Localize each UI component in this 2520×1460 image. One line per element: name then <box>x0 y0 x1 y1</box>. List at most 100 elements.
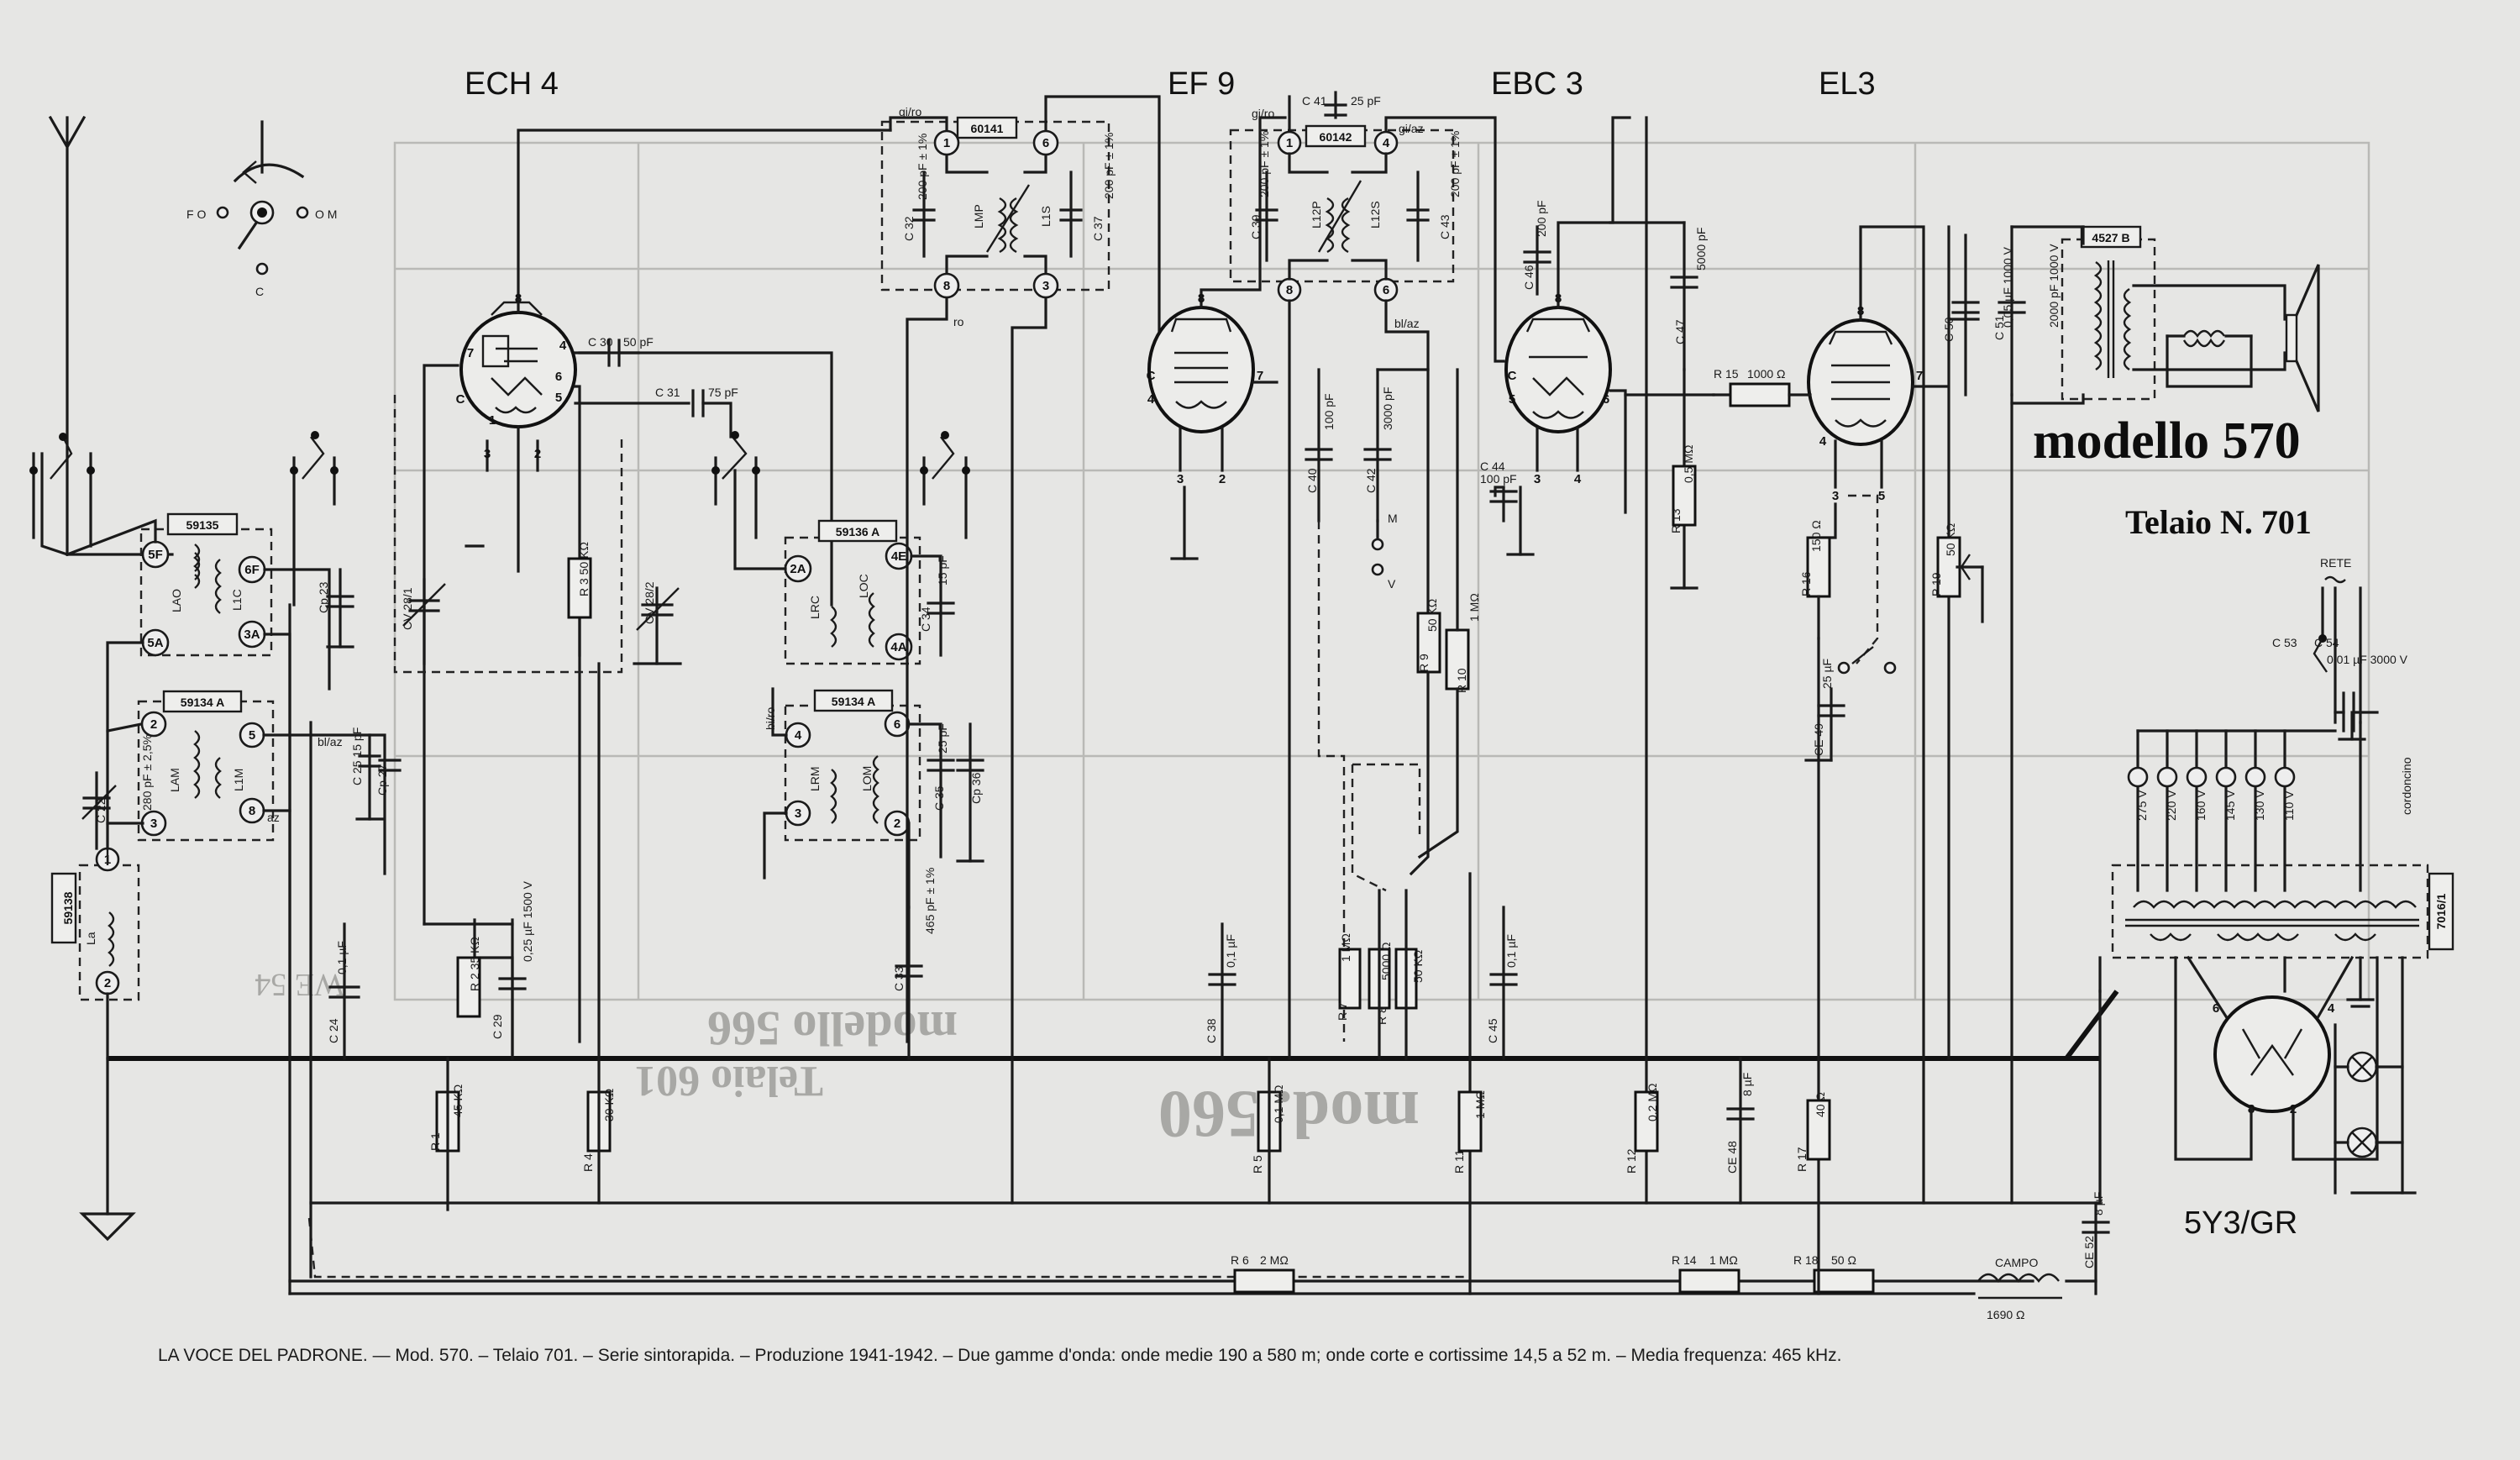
pilot-lamps <box>2334 956 2404 1195</box>
label-c46: C 46 <box>1522 265 1536 290</box>
label-giro-1: gi/ro <box>899 105 921 118</box>
detector-filter: C 40 100 pF C 42 3000 pF M V R 9 50 KΩ R… <box>1205 368 1518 1295</box>
svg-text:5: 5 <box>555 391 562 405</box>
coil-lmp: LMP <box>972 204 985 228</box>
svg-text:2: 2 <box>104 976 111 990</box>
label-r15-value: 1000 Ω <box>1747 367 1786 381</box>
svg-text:3: 3 <box>1177 472 1184 486</box>
coil-lrm: LRM <box>808 766 822 791</box>
label-r18: R 18 <box>1793 1253 1819 1267</box>
label-c29: C 29 <box>491 1014 504 1039</box>
label-c41: C 41 <box>1302 94 1327 108</box>
label-c31-value: 75 pF <box>708 386 738 399</box>
voltage-selector[interactable]: 275 V 220 V 160 V 145 V 130 V 110 V <box>2127 729 2296 892</box>
label-ce48-value: 8 µF <box>1740 1073 1754 1096</box>
label-r10: R 10 <box>1455 668 1468 693</box>
label-cv282: CV 28/2 <box>643 581 656 624</box>
label-cp23: Cp 23 <box>317 581 330 613</box>
label-r11-value: 1 MΩ <box>1473 1090 1487 1119</box>
svg-text:7: 7 <box>1257 369 1263 383</box>
label-c33: C 33 <box>892 966 906 991</box>
if-transformer-60142: 60142 1 4 8 6 C 39 200 pF ± 1% C 43 200 … <box>1229 91 1505 1060</box>
power-supply: RETE C 53 C 54 0,01 µF 3000 V cordoncino… <box>2111 556 2454 959</box>
antenna-coil-59138: 59138 1 2 La <box>50 847 140 1001</box>
label-biro: bi/ro <box>764 707 777 730</box>
label-blaz-1: bl/az <box>318 735 343 748</box>
coil-loc: LOC <box>857 574 870 598</box>
label-c43-value: 200 pF ± 1% <box>1448 131 1462 197</box>
svg-text:3: 3 <box>1534 472 1541 486</box>
label-c22-value: 280 pF ± 2,5% <box>140 734 154 811</box>
label-c45: C 45 <box>1486 1018 1499 1043</box>
chassis-subtitle: Telaio N. 701 <box>2125 503 2312 541</box>
coil-lam: LAM <box>168 768 181 792</box>
trimmer-c22: C 22 280 pF ± 2,5% <box>81 734 154 850</box>
svg-text:4A: 4A <box>890 640 906 654</box>
svg-text:8: 8 <box>1857 304 1864 318</box>
label-r17-value: 40 Ω <box>1814 1092 1827 1117</box>
label-c45-value: 0,1 µF <box>1504 934 1518 968</box>
label-r6: R 6 <box>1231 1253 1249 1267</box>
svg-text:3: 3 <box>1832 489 1839 503</box>
label-ce52: CE 52 <box>2082 1236 2096 1268</box>
label-c31: C 31 <box>655 386 680 399</box>
label-c44-value: 100 pF <box>1480 472 1517 486</box>
label-c51-value: 2000 pF 1000 V <box>2047 244 2061 328</box>
label-c30: C 30 <box>588 335 613 349</box>
label-r8: R 8 <box>1375 1006 1389 1025</box>
label-campo: CAMPO <box>1995 1256 2038 1269</box>
label-c41-value: 25 pF <box>1351 94 1381 108</box>
label-c43: C 43 <box>1438 214 1452 239</box>
filter-section: R 18 50 Ω R 14 1 MΩ CAMPO 1690 Ω CE 52 8… <box>1672 637 2110 1321</box>
ground-stubs <box>326 544 2417 1195</box>
coil-lao: LAO <box>170 589 183 612</box>
label-r9: R 9 <box>1417 654 1431 672</box>
ghost-bleed-through: modello 566 Telaio 601 mod. 560 WE 54 <box>255 141 2370 1151</box>
osc-coil-59134a: 59134 A 4 6 3 2 LRM LOM bi/ro C 35 25 pF… <box>763 687 984 1060</box>
band-switch-contacts <box>290 431 970 607</box>
label-az-1: az <box>267 811 280 824</box>
voltage-145: 145 V <box>2223 790 2237 821</box>
label-r7: R 7 <box>1336 1002 1349 1021</box>
model-title: modello 570 <box>2033 412 2301 470</box>
svg-text:6F: 6F <box>244 563 260 577</box>
svg-text:7: 7 <box>1916 369 1923 383</box>
svg-text:3: 3 <box>150 817 157 831</box>
coil-lom: LOM <box>860 766 874 791</box>
label-c30-value: 50 pF <box>623 335 654 349</box>
switch-label-c: C <box>255 285 264 298</box>
label-giro-2: gi/ro <box>1252 107 1274 120</box>
output-transformer-speaker: 4527 B <box>2010 225 2320 412</box>
label-ce49-value: 25 µF <box>1820 659 1834 689</box>
svg-text:4: 4 <box>795 728 802 743</box>
osc-coil-59136a: 59136 A 2A 4E 4A LRC LOC C 34 15 pF <box>733 469 955 665</box>
label-5y3: 5Y3/GR <box>2184 1205 2297 1241</box>
svg-text:6: 6 <box>555 370 562 384</box>
label-59136a: 59136 A <box>836 525 879 538</box>
svg-text:4: 4 <box>1574 472 1582 486</box>
svg-text:3: 3 <box>795 806 801 821</box>
label-59134a-2: 59134 A <box>832 695 875 708</box>
svg-text:8: 8 <box>1555 291 1562 306</box>
label-r9-value: 50 KΩ <box>1425 599 1439 632</box>
label-r17: R 17 <box>1795 1147 1809 1172</box>
svg-text:3A: 3A <box>244 628 260 642</box>
svg-text:1: 1 <box>943 136 950 150</box>
voltage-275: 275 V <box>2135 790 2149 821</box>
label-c42: C 42 <box>1364 468 1378 493</box>
label-r3: R 3 50 KΩ <box>577 542 591 596</box>
label-c40-value: 100 pF <box>1322 393 1336 430</box>
label-r16: R 16 <box>1799 571 1813 596</box>
label-r13-value: 0,5 MΩ <box>1682 445 1695 483</box>
band-switch[interactable]: F O O M C <box>186 120 337 298</box>
ech4-circuit: C 30 50 pF C 31 75 pF CV 28/1 R 3 50 KΩ … <box>393 335 738 1211</box>
label-cv281: CV 28/1 <box>401 587 414 630</box>
label-r15: R 15 <box>1714 367 1739 381</box>
label-r6-value: 2 MΩ <box>1260 1253 1289 1267</box>
label-blaz-2: bl/az <box>1394 317 1420 330</box>
svg-text:6: 6 <box>2213 1001 2219 1016</box>
